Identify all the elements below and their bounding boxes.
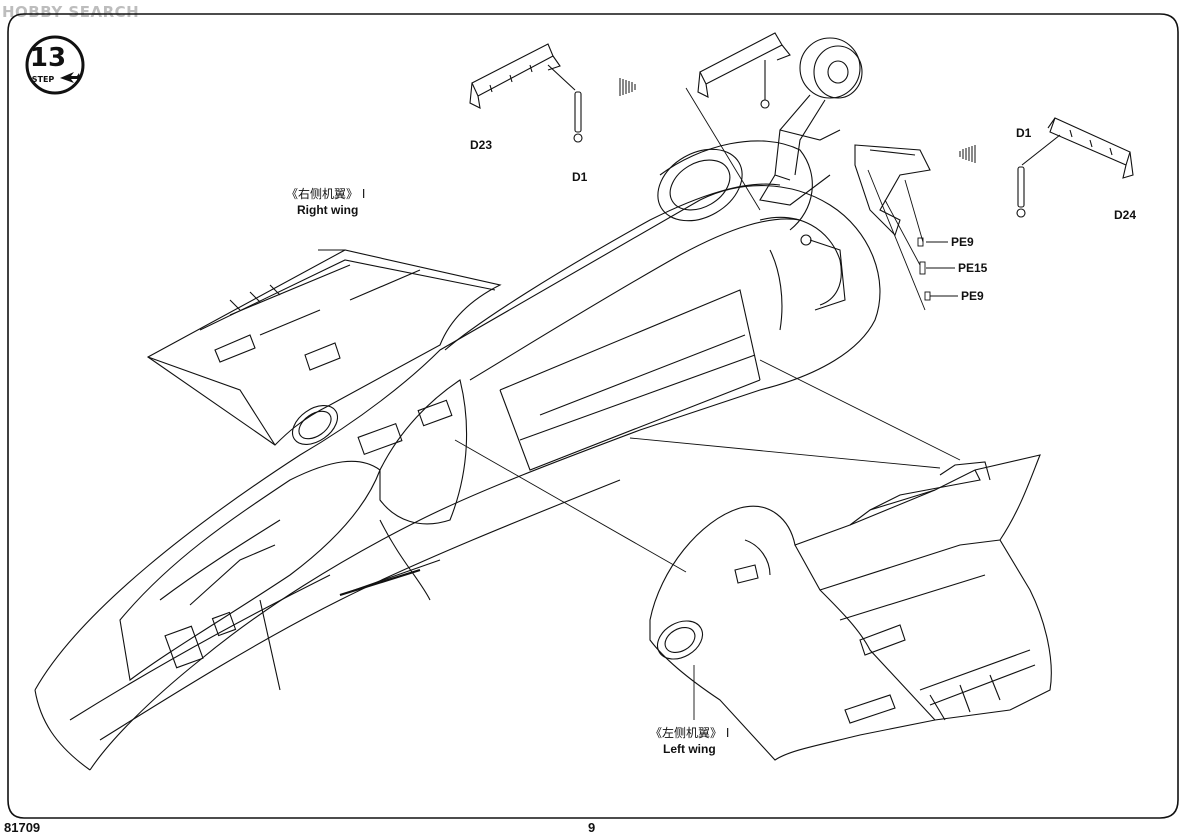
part-leaders [318,87,958,720]
arrow-right-icon [619,78,636,96]
strut-d1-right [1016,134,1061,218]
left-wing [649,454,1052,761]
part-label-d23: D23 [470,138,493,152]
step-label: STEP [32,75,55,84]
arrow-left-icon [959,145,976,163]
part-label-pe9-top: PE9 [951,235,974,249]
assembly-lines [454,359,961,573]
right-wing [146,249,502,446]
part-label-d1-left: D1 [572,170,588,184]
landing-gear [759,37,863,206]
left-wing-label-en: Left wing [663,742,716,756]
door-d24 [1047,117,1134,179]
page-number: 9 [588,820,596,835]
door-d23 [469,43,561,109]
part-label-pe9-bottom: PE9 [961,289,984,303]
gear-door-large [854,144,931,237]
door-center [697,32,791,109]
part-label-pe15: PE15 [958,261,988,275]
right-wing-label-en: Right wing [297,203,359,217]
watermark: HOBBY SEARCH [2,3,140,21]
page-frame [7,13,1179,819]
part-label-d1-right: D1 [1016,126,1032,140]
plane-icon [60,72,80,83]
part-label-d24: D24 [1114,208,1137,222]
fuselage [34,140,881,771]
right-wing-label-cn: 《右侧机翼》 I [286,187,366,201]
step-badge: 13 STEP [25,35,85,95]
kit-number: 81709 [4,820,41,835]
left-wing-label-cn: 《左侧机翼》 I [650,726,730,740]
strut-d1-left [547,64,583,143]
step-number: 13 [30,43,66,73]
